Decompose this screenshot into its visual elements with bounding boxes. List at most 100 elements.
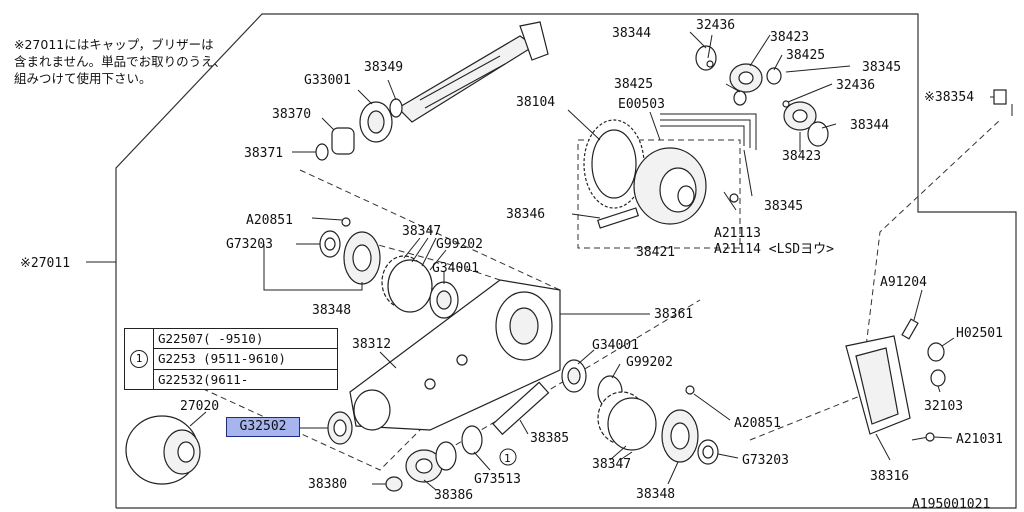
label-38354[interactable]: ※38354 xyxy=(924,90,974,105)
label-g73203-front[interactable]: G73203 xyxy=(226,237,273,252)
variant-marker-cell: 1 xyxy=(125,329,154,389)
seal-g73513[interactable] xyxy=(435,425,483,471)
rear-cover-38316[interactable] xyxy=(845,335,911,435)
label-a20851-front[interactable]: A20851 xyxy=(246,213,293,228)
reference-circle-1: 1 xyxy=(499,448,517,466)
oil-seal-g32502[interactable] xyxy=(327,411,353,445)
label-38423-lower[interactable]: 38423 xyxy=(782,149,821,164)
label-38344-upper[interactable]: 38344 xyxy=(612,26,651,41)
label-32103[interactable]: 32103 xyxy=(924,399,963,414)
seal-g73203-front[interactable] xyxy=(319,230,341,258)
plug-32103[interactable] xyxy=(930,369,946,387)
reference-circle-text: 1 xyxy=(504,452,511,465)
pinion-mate-38425-lower[interactable] xyxy=(733,90,747,106)
seal-g73203-rear[interactable] xyxy=(697,439,719,465)
bolt-a21113[interactable] xyxy=(723,191,739,211)
variant-row-3[interactable]: G22532(9611- xyxy=(158,371,249,387)
differential-case-38421[interactable] xyxy=(633,147,707,225)
bearing-g34001-rear[interactable] xyxy=(561,359,587,393)
label-38347-rear[interactable]: 38347 xyxy=(592,457,631,472)
differential-carrier-38312[interactable] xyxy=(349,279,561,431)
label-g99202-front[interactable]: G99202 xyxy=(436,237,483,252)
label-g99202-rear[interactable]: G99202 xyxy=(626,355,673,370)
label-38380[interactable]: 38380 xyxy=(308,477,347,492)
snap-ring-32436-lower[interactable] xyxy=(782,100,790,108)
side-gear-38423-lower[interactable] xyxy=(783,101,817,131)
highlighted-part-label: G32502 xyxy=(239,419,287,434)
dashed-axle-link xyxy=(429,299,701,461)
breather-38354[interactable] xyxy=(993,89,1013,116)
ring-gear-38104[interactable] xyxy=(583,119,645,209)
cap-27020[interactable] xyxy=(125,415,201,485)
label-38425-lower[interactable]: 38425 xyxy=(614,77,653,92)
label-a91204[interactable]: A91204 xyxy=(880,275,927,290)
label-32436-lower[interactable]: 32436 xyxy=(836,78,875,93)
washer-38371[interactable] xyxy=(315,143,329,161)
plug-h02501[interactable] xyxy=(927,342,945,362)
bolt-a20851-rear[interactable] xyxy=(685,385,695,395)
washer-38344-upper[interactable] xyxy=(695,45,717,71)
label-38385[interactable]: 38385 xyxy=(530,431,569,446)
label-38316[interactable]: 38316 xyxy=(870,469,909,484)
label-a21114[interactable]: A21114 <LSDヨウ> xyxy=(714,242,834,257)
label-a21031[interactable]: A21031 xyxy=(956,432,1003,447)
spacer-tube-38385[interactable] xyxy=(492,381,550,436)
label-27020[interactable]: 27020 xyxy=(180,399,219,414)
shim-38347-rear[interactable] xyxy=(597,391,657,451)
label-38345-lower[interactable]: 38345 xyxy=(764,199,803,214)
pinion-shaft-38346[interactable] xyxy=(596,207,640,229)
label-g73203-rear[interactable]: G73203 xyxy=(742,453,789,468)
label-38421[interactable]: 38421 xyxy=(636,245,675,260)
retainer-38348-front[interactable] xyxy=(343,231,381,285)
note-line-3: 組みつけて使用下さい。 xyxy=(14,71,152,86)
variant-row-2[interactable]: G2253 (9511-9610) xyxy=(154,349,337,370)
leader-lines xyxy=(86,31,994,491)
label-h02501[interactable]: H02501 xyxy=(956,326,1003,341)
label-a20851-rear[interactable]: A20851 xyxy=(734,416,781,431)
highlighted-part-g32502[interactable]: G32502 xyxy=(226,417,300,437)
bolt-a20851-front[interactable] xyxy=(341,217,351,227)
label-27011[interactable]: ※27011 xyxy=(20,256,70,271)
label-38423-upper[interactable]: 38423 xyxy=(770,30,809,45)
label-32436-upper[interactable]: 32436 xyxy=(696,18,735,33)
label-e00503[interactable]: E00503 xyxy=(618,97,665,112)
label-a21113[interactable]: A21113 xyxy=(714,226,761,241)
label-38312[interactable]: 38312 xyxy=(352,337,391,352)
washer-38349[interactable] xyxy=(389,98,403,118)
label-g34001-front[interactable]: G34001 xyxy=(432,261,479,276)
label-38348-front[interactable]: 38348 xyxy=(312,303,351,318)
label-38344-lower[interactable]: 38344 xyxy=(850,118,889,133)
drive-pinion-shaft[interactable] xyxy=(397,21,549,123)
label-38425-upper[interactable]: 38425 xyxy=(786,48,825,63)
pinion-mate-38425-upper[interactable] xyxy=(766,67,782,85)
snap-ring-32436-upper[interactable] xyxy=(706,60,714,68)
bolt-a21031[interactable] xyxy=(911,432,935,442)
bearing-g34001-front[interactable] xyxy=(429,281,459,319)
label-38370[interactable]: 38370 xyxy=(272,107,311,122)
stud-a91204[interactable] xyxy=(901,318,919,340)
dashed-group-differential xyxy=(577,139,741,249)
bearing-g33001[interactable] xyxy=(359,101,393,143)
side-gear-38423-upper[interactable] xyxy=(729,63,763,93)
retainer-38348-rear[interactable] xyxy=(661,409,699,463)
label-g33001[interactable]: G33001 xyxy=(304,73,351,88)
label-38361[interactable]: 38361 xyxy=(654,307,693,322)
label-38346[interactable]: 38346 xyxy=(506,207,545,222)
variant-row-1[interactable]: G22507( -9510) xyxy=(154,329,337,350)
label-38348-rear[interactable]: 38348 xyxy=(636,487,675,502)
bracket-line-2 xyxy=(660,119,751,148)
note-line-1: ※27011にはキャップ，ブリザーは xyxy=(14,37,214,52)
label-g73513[interactable]: G73513 xyxy=(474,472,521,487)
label-38386[interactable]: 38386 xyxy=(434,488,473,503)
label-g34001-rear[interactable]: G34001 xyxy=(592,338,639,353)
label-38347-front[interactable]: 38347 xyxy=(402,224,441,239)
dashed-cover-link xyxy=(749,119,1001,441)
spacer-38370[interactable] xyxy=(331,127,355,155)
shim-38347-front[interactable] xyxy=(381,255,433,313)
label-38371[interactable]: 38371 xyxy=(244,146,283,161)
label-38345-upper[interactable]: 38345 xyxy=(862,60,901,75)
label-38104[interactable]: 38104 xyxy=(516,95,555,110)
nut-38380[interactable] xyxy=(385,476,403,492)
washer-38344-lower[interactable] xyxy=(807,121,829,147)
label-38349[interactable]: 38349 xyxy=(364,60,403,75)
